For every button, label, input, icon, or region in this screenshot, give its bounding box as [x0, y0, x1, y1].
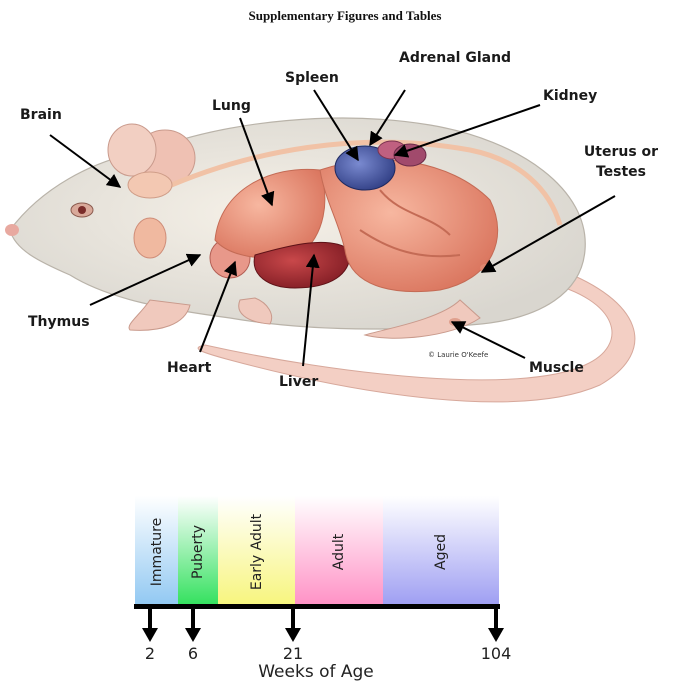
- tick-104: 104: [481, 644, 512, 663]
- stage-label-immature: Immature: [149, 518, 165, 586]
- thymus-organ: [134, 218, 166, 258]
- label-kidney: Kidney: [543, 88, 597, 104]
- stage-label-puberty: Puberty: [190, 525, 206, 579]
- label-lung: Lung: [212, 98, 251, 114]
- stage-label-aged: Aged: [433, 534, 449, 570]
- timeline-axis-title: Weeks of Age: [258, 662, 374, 682]
- stage-immature: Immature: [135, 496, 178, 608]
- label-thymus: Thymus: [28, 314, 90, 330]
- label-adrenal-gland: Adrenal Gland: [399, 50, 511, 66]
- label-heart: Heart: [167, 360, 211, 376]
- stage-puberty: Puberty: [178, 496, 218, 608]
- timeline-axis: [134, 604, 500, 609]
- tick-6: 6: [188, 644, 198, 663]
- label-spleen: Spleen: [285, 70, 339, 86]
- label-liver: Liver: [279, 374, 318, 390]
- tick-21: 21: [283, 644, 303, 663]
- stage-label-early-adult: Early Adult: [249, 514, 265, 590]
- timeline-arrows: [142, 608, 504, 642]
- kidney-organ: [394, 144, 426, 166]
- stage-adult: Adult: [295, 496, 383, 608]
- stage-label-adult: Adult: [331, 534, 347, 570]
- label-brain: Brain: [20, 107, 62, 123]
- rat-ear-front: [108, 124, 156, 176]
- label-uterus-testes: Uterus or Testes: [566, 142, 676, 182]
- label-muscle: Muscle: [529, 360, 584, 376]
- rat-nose: [5, 224, 19, 236]
- stage-aged: Aged: [383, 496, 499, 608]
- illustration-credit: © Laurie O'Keefe: [428, 351, 488, 359]
- tick-2: 2: [145, 644, 155, 663]
- stage-early-adult: Early Adult: [218, 496, 295, 608]
- brain-organ: [128, 172, 172, 198]
- rat-front-leg: [129, 300, 190, 330]
